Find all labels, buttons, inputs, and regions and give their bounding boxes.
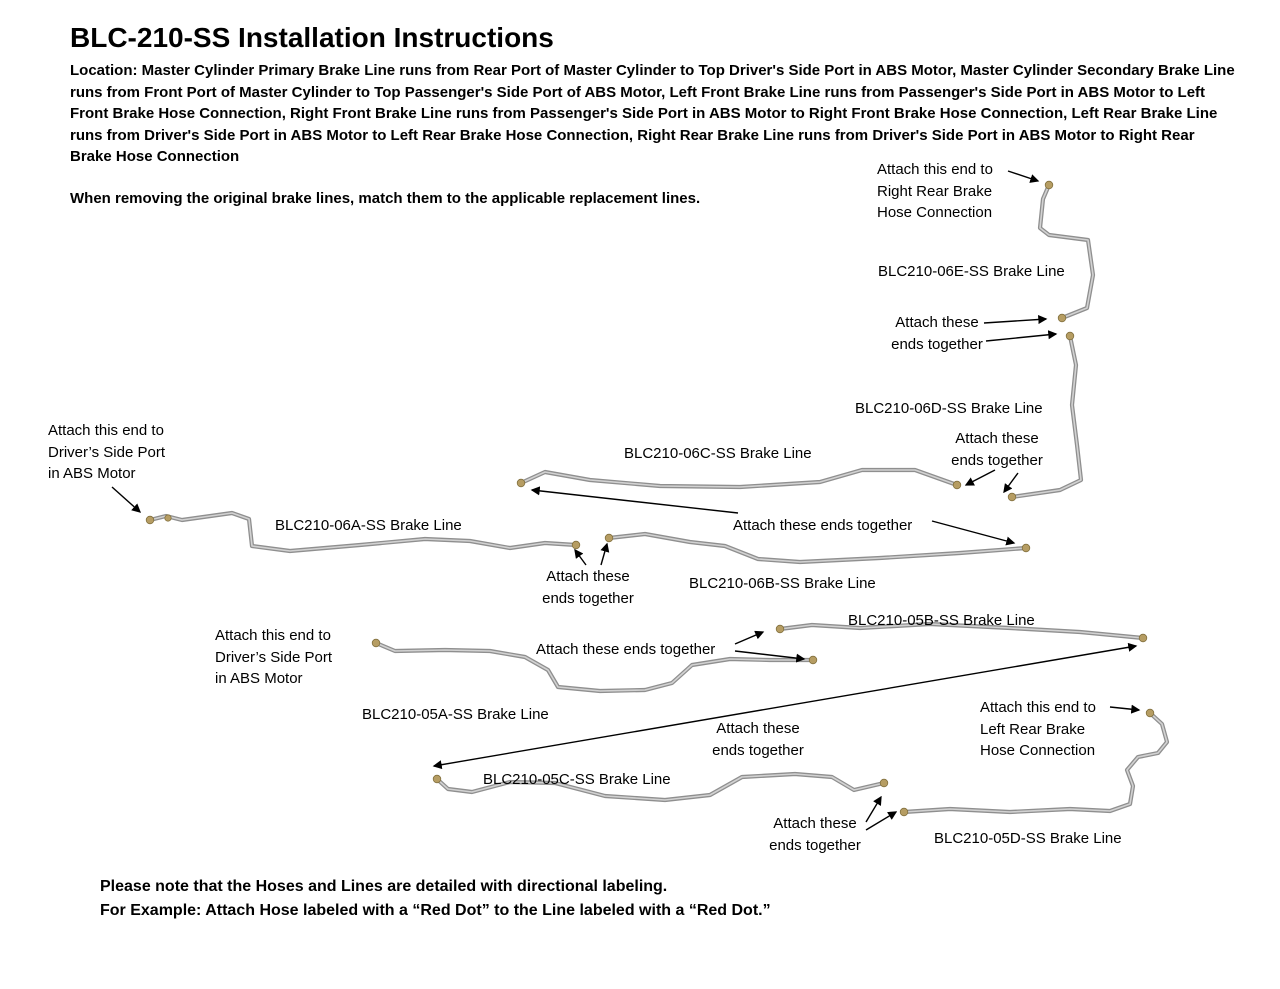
arrow-ends-05b-05c-double <box>432 642 1138 770</box>
brake-line-06e-highlight <box>1039 184 1094 319</box>
fitting-06b-right <box>1021 543 1031 553</box>
arrow-ends-05c-right <box>865 795 882 823</box>
arrow-ends-06c-left <box>530 486 739 514</box>
brake-line-06d-highlight <box>1011 335 1082 498</box>
page-title: BLC-210-SS Installation Instructions <box>70 22 554 53</box>
arrow-ends-06e-bottom <box>983 314 1048 325</box>
callout-ends-06b-06c: Attach these ends together <box>733 517 913 534</box>
fitting-05a-left <box>371 638 381 648</box>
callout-ends-06c-06d: Attach these ends together <box>951 430 1043 469</box>
part-label-05c: BLC210-05C-SS Brake Line <box>483 771 671 788</box>
arrow-ends-06a-right <box>574 548 587 566</box>
fitting-06a-inner <box>164 514 172 522</box>
red-dot-example-note: For Example: Attach Hose labeled with a … <box>100 902 771 919</box>
removal-note: When removing the original brake lines, … <box>70 190 701 207</box>
fitting-05b-right <box>1138 633 1148 643</box>
brake-line-06a-highlight <box>149 512 577 552</box>
callout-right-rear-hose: Attach this end to Right Rear Brake Hose… <box>877 161 993 221</box>
fitting-06a-left <box>145 515 155 525</box>
callout-driver-port-05a: Attach this end to Driver’s Side Port in… <box>215 627 332 687</box>
arrow-ends-05b-left <box>734 630 765 645</box>
part-label-05b: BLC210-05B-SS Brake Line <box>848 612 1035 629</box>
fitting-06d-bottom <box>1007 492 1017 502</box>
fitting-05d-right <box>1145 708 1155 718</box>
fitting-05c-right <box>879 778 889 788</box>
fitting-05b-left <box>775 624 785 634</box>
callout-ends-05b-05c: Attach these ends together <box>712 720 804 759</box>
part-label-06c: BLC210-06C-SS Brake Line <box>624 445 812 462</box>
callout-ends-06a-06b: Attach these ends together <box>542 568 634 607</box>
arrow-driver-port-to-06a <box>111 486 142 513</box>
arrow-ends-06b-left <box>600 542 610 566</box>
callout-ends-05c-05d: Attach these ends together <box>769 815 861 854</box>
callout-ends-05a-05b: Attach these ends together <box>536 641 716 658</box>
brake-line-05b-highlight <box>779 623 1144 639</box>
callout-driver-port-06a: Attach this end to Driver’s Side Port in… <box>48 422 165 482</box>
brake-line-06c <box>518 467 960 490</box>
location-paragraph: Location: Master Cylinder Primary Brake … <box>70 62 1235 165</box>
callout-left-rear-hose: Attach this end to Left Rear Brake Hose … <box>980 699 1096 759</box>
part-label-06e: BLC210-06E-SS Brake Line <box>878 263 1065 280</box>
arrow-left-rear-to-05d <box>1109 704 1141 714</box>
brake-line-06c-highlight <box>520 469 958 488</box>
brake-line-06b-highlight <box>608 533 1027 563</box>
fitting-06b-left <box>604 533 614 543</box>
part-label-05a: BLC210-05A-SS Brake Line <box>362 706 549 723</box>
arrow-ends-06d-bottom <box>1003 472 1019 494</box>
fitting-06e-bottom <box>1057 313 1067 323</box>
callout-ends-06e-06d: Attach these ends together <box>891 314 983 353</box>
brake-line-05d-highlight <box>903 712 1168 813</box>
part-label-06a: BLC210-06A-SS Brake Line <box>275 517 462 534</box>
part-label-05d: BLC210-05D-SS Brake Line <box>934 830 1122 847</box>
directional-labeling-note: Please note that the Hoses and Lines are… <box>100 878 668 895</box>
fitting-05c-left <box>432 774 442 784</box>
arrow-ends-06b-right <box>931 520 1016 546</box>
fitting-06c-left <box>516 478 526 488</box>
brake-line-06e <box>1037 182 1096 321</box>
fitting-05a-right <box>808 655 818 665</box>
arrow-right-rear-to-06e <box>1007 170 1040 183</box>
arrow-ends-06c-right <box>964 469 996 486</box>
fitting-06c-right <box>952 480 962 490</box>
fitting-06a-right <box>571 540 581 550</box>
fitting-05d-left <box>899 807 909 817</box>
brake-line-05c-highlight <box>436 773 885 801</box>
arrow-ends-05d-left <box>865 811 898 831</box>
part-label-06d: BLC210-06D-SS Brake Line <box>855 400 1043 417</box>
arrow-ends-06d-top <box>985 330 1058 342</box>
part-label-06b: BLC210-06B-SS Brake Line <box>689 575 876 592</box>
fitting-06e-top <box>1044 180 1054 190</box>
fitting-06d-top <box>1065 331 1075 341</box>
